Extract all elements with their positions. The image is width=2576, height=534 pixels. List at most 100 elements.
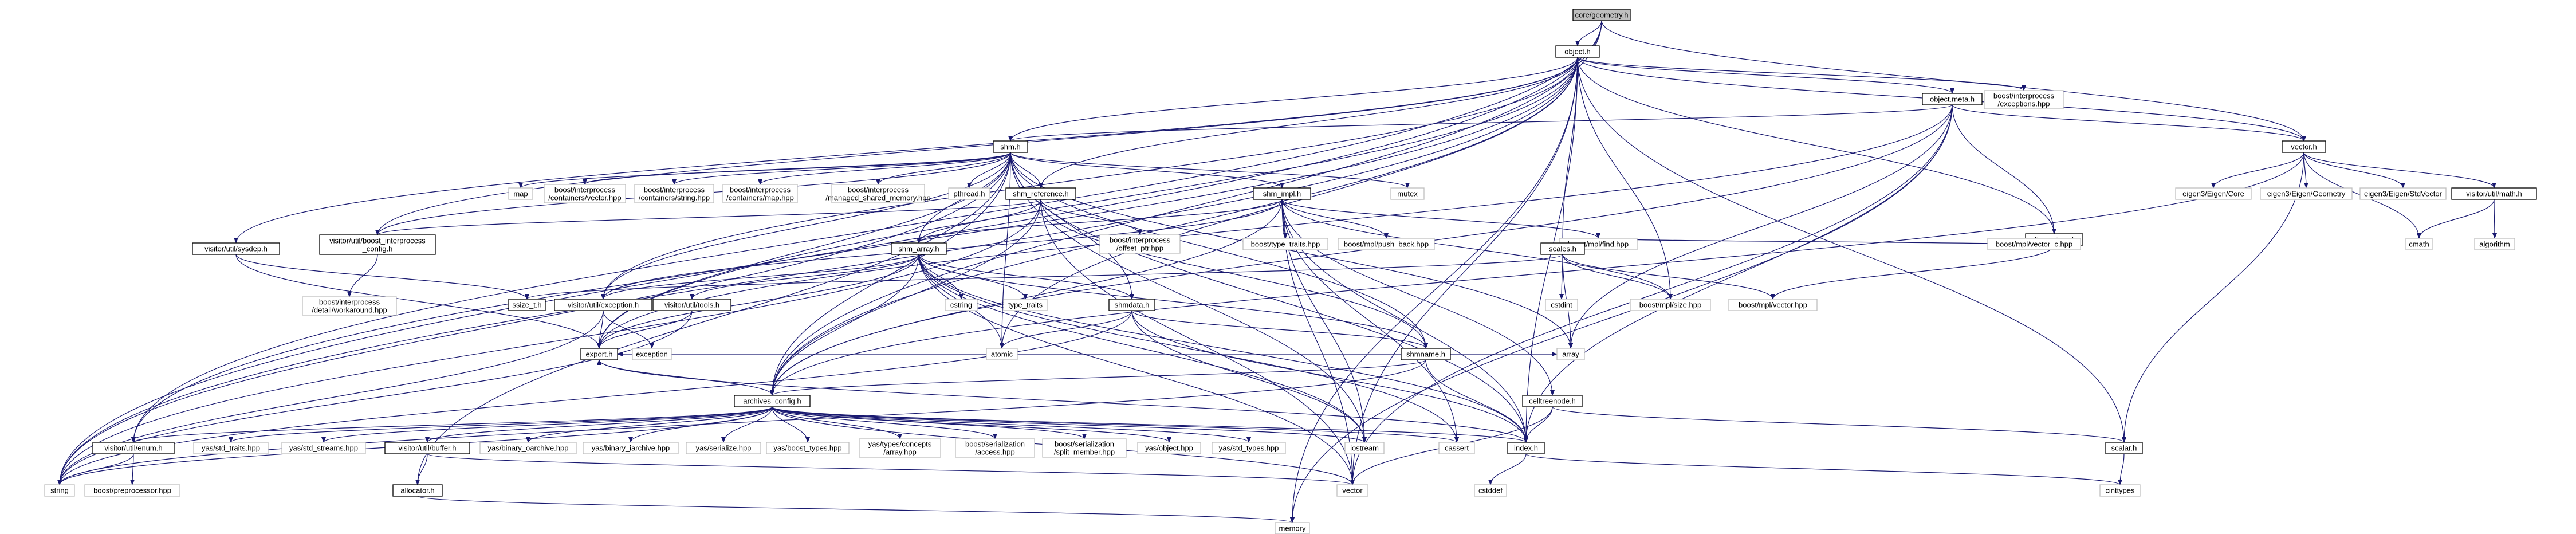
- node-label: visitor/util/tools.h: [664, 301, 719, 309]
- node-shmdata_h[interactable]: shmdata.h: [1108, 299, 1155, 311]
- edge-shm_impl-to-shm_array: [917, 199, 1283, 244]
- edge-archives_config-to-enum_h: [131, 406, 773, 443]
- node-vector_h[interactable]: vector.h: [2282, 140, 2326, 153]
- edge-shm_impl-to-b_find: [1281, 199, 1600, 239]
- node-label: vector: [1342, 486, 1363, 495]
- edge-root-to-string: [57, 20, 1602, 485]
- edge-scales_h-to-b_mpl_vector: [1562, 254, 1775, 300]
- node-label: yas/std_traits.hpp: [202, 444, 260, 453]
- edge-shm_impl-to-celltreenode_h: [1281, 199, 1555, 396]
- node-ssize_t[interactable]: ssize_t.h: [508, 299, 546, 311]
- node-box: [2282, 140, 2326, 153]
- edge-shmdata_h-to-index_h: [1131, 310, 1528, 443]
- node-celltreenode_h[interactable]: celltreenode.h: [1522, 395, 1583, 407]
- node-b_vector_c: boost/mpl/vector_c.hpp: [1987, 238, 2081, 250]
- edge-shm_h-to-shm_impl: [1010, 152, 1284, 189]
- node-box: [281, 442, 366, 454]
- node-label: shm_reference.h: [1013, 190, 1069, 198]
- edge-shm_array-to-shmname_h: [918, 254, 1428, 349]
- node-shmname_h[interactable]: shmname.h: [1401, 348, 1451, 360]
- node-box: [891, 242, 947, 255]
- node-box: [1630, 299, 1711, 311]
- node-label: yas/binary_oarchive.hpp: [488, 444, 569, 453]
- node-archives_config[interactable]: archives_config.h: [734, 395, 811, 407]
- node-label: boost/interprocess: [1993, 92, 2055, 100]
- edge-enum_h-to-string: [57, 453, 134, 485]
- node-shm_ref[interactable]: shm_reference.h: [1005, 187, 1076, 200]
- node-box: [554, 299, 652, 311]
- edge-object_h-to-exception_h: [601, 57, 1578, 300]
- node-bi_config[interactable]: visitor/util/boost_interprocess_config.h: [319, 234, 436, 255]
- edge-object_h-to-export_h: [597, 57, 1578, 349]
- node-box: [1984, 90, 2064, 109]
- edge-archives_config-to-yas_std_types: [772, 406, 1251, 443]
- node-math_h[interactable]: visitor/util/math.h: [2451, 187, 2537, 200]
- node-label: array: [1562, 350, 1579, 359]
- node-yas_traits: yas/std_traits.hpp: [193, 442, 269, 454]
- node-sysdep_h[interactable]: visitor/util/sysdep.h: [192, 242, 280, 255]
- node-label: visitor/util/exception.h: [568, 301, 639, 309]
- node-b_workaround: boost/interprocess/detail/workaround.hpp: [302, 296, 397, 316]
- node-exception: exception: [632, 348, 672, 360]
- node-label: ssize_t.h: [512, 301, 541, 309]
- edge-shm_array-to-exception_h: [601, 254, 919, 300]
- node-box: [1572, 9, 1631, 21]
- edge-object_h-to-scalar_h: [1577, 57, 2126, 443]
- node-label: boost/mpl/vector.hpp: [1739, 301, 1807, 309]
- node-cstdint: cstdint: [1545, 299, 1578, 311]
- node-label: visitor/util/sysdep.h: [204, 245, 268, 253]
- edge-index_h-to-cinttypes: [1525, 453, 2122, 485]
- node-index_h[interactable]: index.h: [1507, 442, 1545, 454]
- edge-shmname_h-to-index_h: [1425, 359, 1528, 443]
- edge-scales_h-to-b_mpl_size: [1562, 254, 1673, 300]
- edge-index_h-to-cstddef: [1488, 453, 1527, 485]
- node-label: type_traits: [1008, 301, 1043, 309]
- node-box: [955, 438, 1035, 458]
- edge-sysdep_h-to-export_h: [235, 254, 601, 349]
- node-label: /detail/workaround.hpp: [312, 306, 387, 315]
- edge-shm_array-to-cstring: [918, 254, 963, 300]
- node-scalar_h[interactable]: scalar.h: [2105, 442, 2143, 454]
- node-export_h[interactable]: export.h: [580, 348, 618, 360]
- node-exception_h[interactable]: visitor/util/exception.h: [554, 299, 652, 311]
- node-root[interactable]: core/geometry.h: [1572, 9, 1631, 21]
- edge-root-to-enum_h: [131, 20, 1602, 443]
- node-box: [1556, 348, 1585, 360]
- node-object_meta_h[interactable]: object.meta.h: [1922, 93, 1983, 105]
- node-box: [1474, 484, 1507, 497]
- edge-shm_array-to-tools_h: [690, 254, 919, 300]
- node-buffer_h[interactable]: visitor/util/buffer.h: [384, 442, 470, 454]
- node-label: atomic: [991, 350, 1013, 359]
- node-label: cstring: [950, 301, 972, 309]
- node-box: [544, 184, 626, 203]
- edge-celltreenode_h-to-scalar_h: [1552, 406, 2126, 443]
- node-shm_h[interactable]: shm.h: [993, 140, 1028, 153]
- edge-object_meta_h-to-shm_h: [1008, 104, 1953, 142]
- edge-shmdata_h-to-shmname_h: [1131, 310, 1428, 349]
- edge-shm_ref-to-shmname_h: [1040, 199, 1428, 349]
- node-scales_h[interactable]: scales.h: [1540, 242, 1585, 255]
- node-yas_binary_iarchive: yas/binary_iarchive.hpp: [583, 442, 679, 454]
- node-label: /offset_ptr.hpp: [1116, 244, 1163, 253]
- node-label: /containers/string.hpp: [639, 194, 710, 202]
- edge-sysdep_h-to-ssize_t: [235, 254, 529, 300]
- edge-object_h-to-b_mpl_size: [1577, 57, 1673, 300]
- node-label: cmath: [2409, 240, 2429, 249]
- node-object_h[interactable]: object.h: [1555, 45, 1600, 58]
- edge-shmdata_h-to-iostream: [1131, 310, 1367, 443]
- node-box: [192, 242, 280, 255]
- node-b_ser_access: boost/serialization/access.hpp: [955, 438, 1035, 458]
- node-box: [1099, 234, 1181, 254]
- node-allocator_h[interactable]: allocator.h: [392, 484, 443, 497]
- node-shm_array[interactable]: shm_array.h: [891, 242, 947, 255]
- edge-math_h-to-cmath: [2417, 199, 2495, 239]
- node-type_traits: type_traits: [1003, 299, 1048, 311]
- node-cmath: cmath: [2405, 238, 2433, 250]
- node-box: [2359, 187, 2447, 200]
- edge-shm_h-to-array: [1010, 152, 1573, 349]
- node-box: [1253, 187, 1311, 200]
- node-tools_h[interactable]: visitor/util/tools.h: [652, 299, 731, 311]
- node-enum_h[interactable]: visitor/util/enum.h: [92, 442, 175, 454]
- edge-shm_impl-to-archives_config: [770, 199, 1283, 396]
- node-shm_impl[interactable]: shm_impl.h: [1253, 187, 1311, 200]
